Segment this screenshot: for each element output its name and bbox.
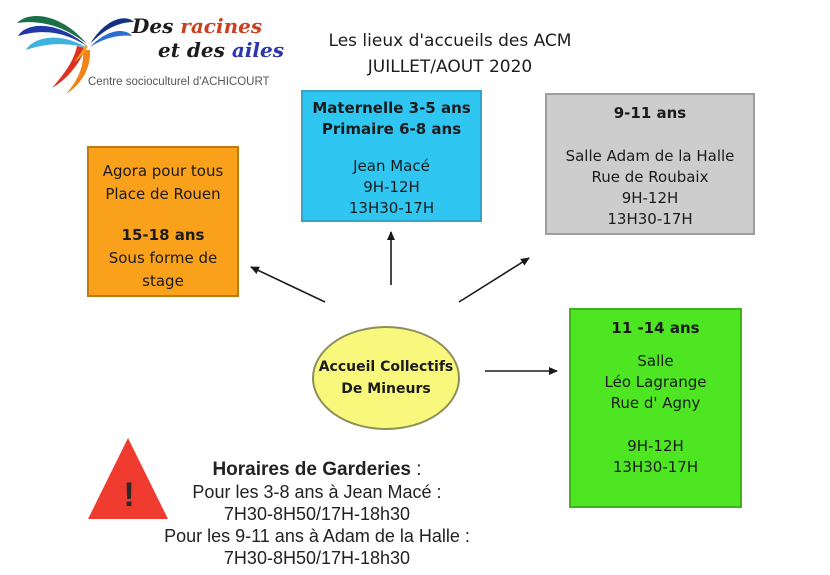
box-line: Jean Macé xyxy=(353,157,430,175)
box-line: Primaire 6-8 ans xyxy=(321,120,462,138)
page-title-line-2: JUILLET/AOUT 2020 xyxy=(367,57,533,77)
warning-line: Pour les 9-11 ans à Adam de la Halle : xyxy=(164,526,470,546)
page-title: Les lieux d'accueils des ACM JUILLET/AOU… xyxy=(290,28,610,80)
brand-word-etdes: et des xyxy=(157,38,225,62)
box-line: 9H-12H xyxy=(363,178,420,196)
box-line: Place de Rouen xyxy=(105,185,221,203)
box-9-11-ans: 9-11 ans Salle Adam de la Halle Rue de R… xyxy=(545,93,755,235)
warning-line: 7H30-8H50/17H-18h30 xyxy=(223,504,411,524)
box-line: 13H30-17H xyxy=(612,458,699,476)
box-line: Sous forme de xyxy=(108,249,218,267)
box-line: Salle xyxy=(637,352,674,370)
box-line: 9H-12H xyxy=(627,437,684,455)
box-line: Maternelle 3-5 ans xyxy=(312,99,471,117)
box-line: Rue d' Agny xyxy=(610,394,701,412)
wings-icon xyxy=(17,15,134,94)
box-line: Salle Adam de la Halle xyxy=(565,147,735,165)
brand-word-ailes: ailes xyxy=(231,38,284,62)
logo-subtitle: Centre socioculturel d'ACHICOURT xyxy=(88,76,270,88)
warning-heading-bold: Horaires de Garderies xyxy=(212,459,411,480)
brand-word-racines: racines xyxy=(180,14,263,38)
brand-name: Des racines et des ailes xyxy=(132,14,284,62)
warning-triangle-icon: ! xyxy=(88,438,168,519)
spacer xyxy=(547,124,753,146)
box-maternelle-primaire: Maternelle 3-5 ans Primaire 6-8 ans Jean… xyxy=(301,90,482,222)
box-line: Léo Lagrange xyxy=(604,373,707,391)
center-ellipse-acm: Accueil Collectifs De Mineurs xyxy=(312,326,460,430)
brand-line-2: et des ailes xyxy=(132,38,284,62)
brand-line-1: Des racines xyxy=(132,14,284,38)
spacer xyxy=(571,339,740,351)
box-agora-15-18: Agora pour tous Place de Rouen 15-18 ans… xyxy=(87,146,239,297)
box-line: 11 -14 ans xyxy=(611,319,700,337)
box-line: stage xyxy=(142,272,184,290)
arrow-to-agora xyxy=(250,266,326,303)
ellipse-line-2: De Mineurs xyxy=(341,381,431,397)
spacer xyxy=(303,140,480,156)
arrow-to-adam xyxy=(458,257,530,303)
exclamation-glyph: ! xyxy=(123,476,134,514)
ellipse-line-1: Accueil Collectifs xyxy=(318,359,454,375)
box-line: Rue de Roubaix xyxy=(591,168,709,186)
warning-text-block: Horaires de Garderies : Pour les 3-8 ans… xyxy=(118,459,516,569)
spacer xyxy=(571,414,740,436)
box-line: 9-11 ans xyxy=(613,104,687,122)
box-line: 9H-12H xyxy=(621,189,679,207)
page-title-line-1: Les lieux d'accueils des ACM xyxy=(328,31,572,51)
warning-line: Pour les 3-8 ans à Jean Macé : xyxy=(192,482,442,502)
warning-line: 7H30-8H50/17H-18h30 xyxy=(223,548,411,568)
box-line: 13H30-17H xyxy=(607,210,693,228)
warning-heading-suffix: : xyxy=(410,459,422,480)
box-line: 15-18 ans xyxy=(121,226,205,244)
brand-word-des: Des xyxy=(132,14,174,38)
box-line: Agora pour tous xyxy=(102,162,224,180)
box-11-14-ans: 11 -14 ans Salle Léo Lagrange Rue d' Agn… xyxy=(569,308,742,508)
box-line: 13H30-17H xyxy=(348,199,435,217)
spacer xyxy=(89,206,237,224)
warning-heading: Horaires de Garderies : xyxy=(118,459,516,481)
